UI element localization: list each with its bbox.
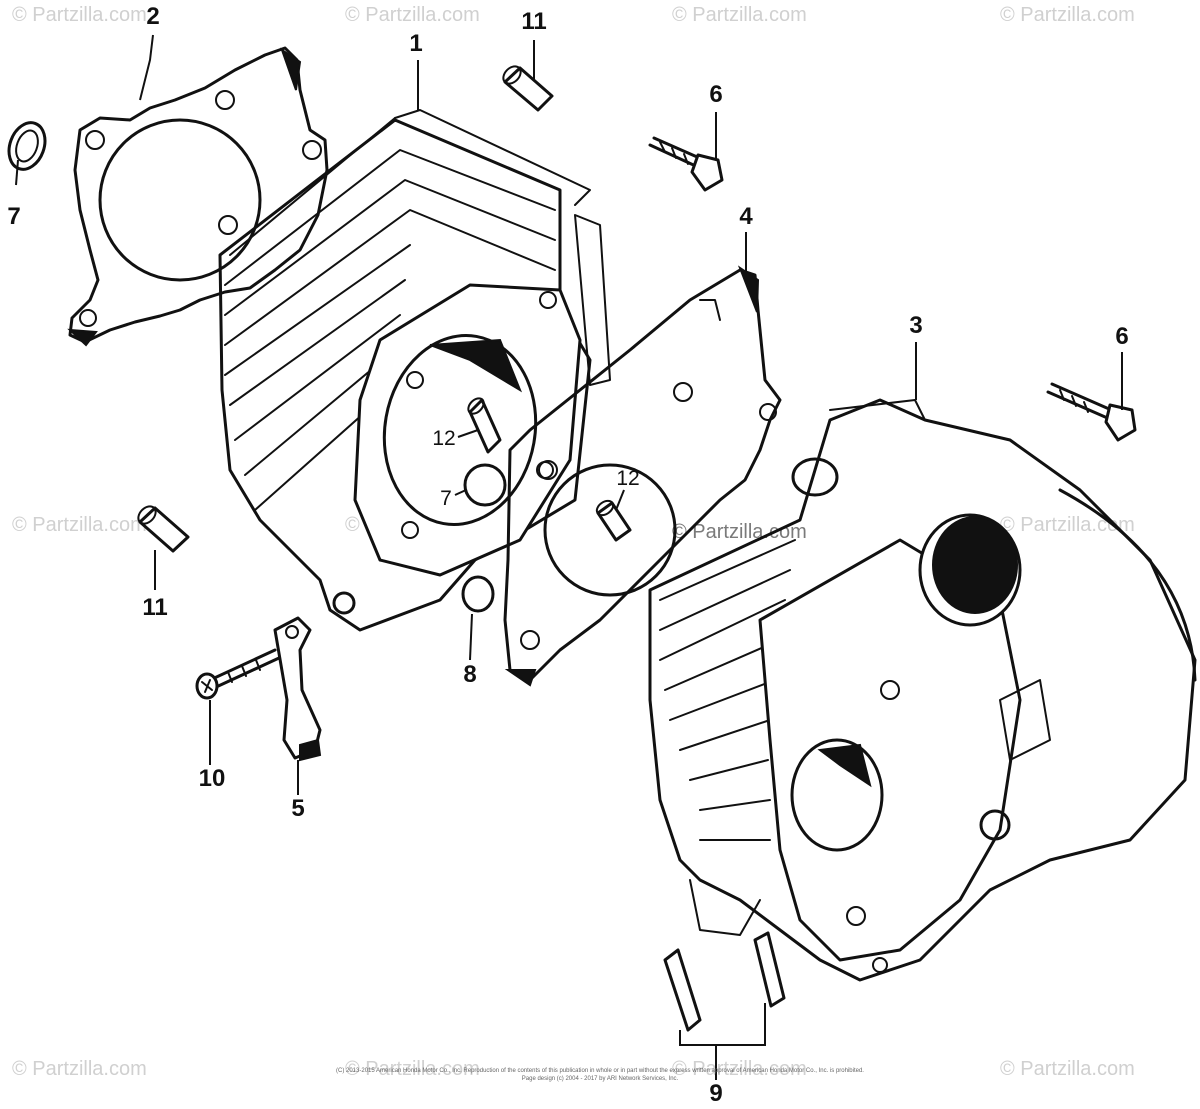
- callout-9: 9: [709, 1080, 723, 1107]
- bracket-5: [273, 616, 322, 762]
- center-watermark: © Partzilla.com: [672, 521, 807, 543]
- callout-12-cylinder: 12: [432, 427, 456, 450]
- callout-3: 3: [909, 312, 923, 339]
- o-ring-7-cylinder: [463, 463, 507, 507]
- cylinder-head-3: [648, 398, 1197, 982]
- watermark: © Partzilla.com: [345, 1058, 480, 1080]
- callout-8: 8: [463, 661, 477, 688]
- callout-7-left: 7: [7, 203, 21, 230]
- screw-10: [195, 648, 281, 700]
- callout-5: 5: [291, 795, 305, 822]
- watermark: © Partzilla.com: [1000, 4, 1135, 26]
- dowel-pin-12-gasket: [595, 499, 632, 542]
- copyright-notice: (C) 2013-2015 American Honda Motor Co., …: [330, 1067, 870, 1083]
- watermark: © Partzilla.com: [12, 4, 147, 26]
- bolt-6-right: [1046, 382, 1137, 442]
- watermark: © Partzilla.com: [12, 514, 147, 536]
- dowel-pin-11-upper: [502, 65, 554, 112]
- callout-11-left: 11: [142, 594, 168, 621]
- o-ring-7-left: [7, 121, 47, 171]
- callout-6-upper: 6: [709, 81, 723, 108]
- watermark: © Partzilla.com: [1000, 514, 1135, 536]
- cylinder-1: [218, 109, 611, 632]
- callout-7-cylinder: 7: [440, 487, 452, 510]
- dowel-pin-12-cylinder: [467, 397, 502, 454]
- watermark: © Partzilla.com: [1000, 1058, 1135, 1080]
- copyright-line: (C) 2013-2015 American Honda Motor Co., …: [336, 1068, 864, 1074]
- callout-2: 2: [146, 3, 160, 30]
- o-ring-8: [461, 575, 495, 613]
- callout-12-gasket: 12: [616, 467, 640, 490]
- cylinder-base-gasket-2: [67, 46, 329, 347]
- callout-4: 4: [739, 203, 753, 230]
- watermark: © Partzilla.com: [12, 1058, 147, 1080]
- callout-11-upper: 11: [521, 8, 547, 35]
- leader-lines: [15, 34, 1123, 1080]
- callout-6-right: 6: [1115, 323, 1129, 350]
- callout-10: 10: [198, 765, 226, 792]
- copyright-line: Page design (c) 2004 - 2017 by ARI Netwo…: [521, 1076, 679, 1082]
- watermark: © Partzilla.com: [672, 4, 807, 26]
- dowel-pin-11-left: [137, 505, 190, 553]
- cylinder-head-gasket-4: [503, 265, 782, 687]
- watermark: © Partzilla.com: [672, 1058, 807, 1080]
- dowel-pins-9: [663, 931, 786, 1032]
- bolt-6-upper: [648, 136, 724, 192]
- watermark: © Partzilla.com: [345, 4, 480, 26]
- callout-1: 1: [409, 30, 423, 57]
